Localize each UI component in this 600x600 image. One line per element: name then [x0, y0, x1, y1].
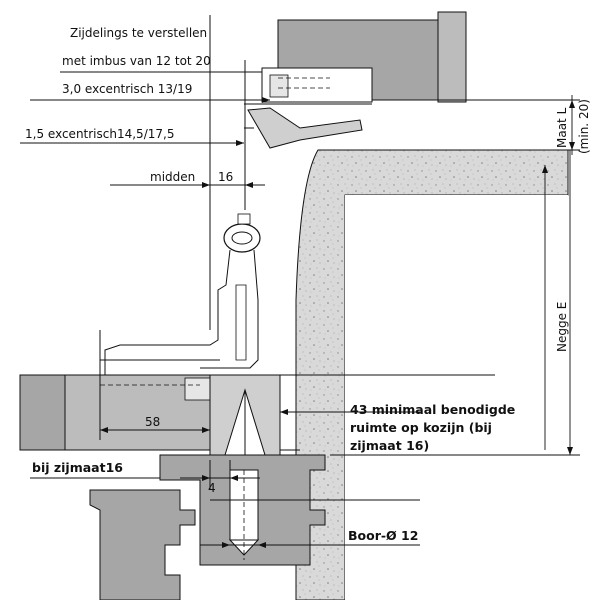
boor-label: Boor-Ø 12	[348, 528, 418, 543]
upper-hinge-part	[244, 67, 373, 149]
lower-sash-profile	[89, 489, 196, 600]
dimension-left	[20, 15, 420, 548]
negge-label: Negge E	[555, 302, 569, 352]
hinge-arm	[100, 213, 261, 401]
dim-4-label: 4	[208, 481, 216, 495]
dim-16-label: 16	[218, 170, 233, 184]
min-space-label-3: zijmaat 16)	[350, 438, 429, 453]
midden-label: midden	[150, 170, 195, 184]
side-adjust-label-2: met imbus van 12 tot 20	[62, 54, 211, 68]
lower-frame	[159, 454, 326, 566]
dim-58-label: 58	[145, 415, 160, 429]
maat-l-min-label: (min. 20)	[577, 99, 591, 154]
bij-zijmaat-label: bij zijmaat16	[32, 460, 123, 475]
min-space-label-2: ruimte op kozijn (bij	[350, 420, 492, 435]
lower-hinge-part	[209, 374, 281, 470]
min-space-label-1: 43 minimaal benodigde	[350, 402, 515, 417]
ecc-15-label: 1,5 excentrisch14,5/17,5	[25, 127, 174, 141]
maat-l-label: Maat L	[555, 107, 569, 148]
side-adjust-label-1: Zijdelings te verstellen	[70, 26, 207, 40]
stone-wall	[295, 149, 569, 600]
left-frame-profile	[19, 374, 495, 451]
ecc-3-label: 3,0 excentrisch 13/19	[62, 82, 192, 96]
dimension-right	[330, 95, 580, 456]
